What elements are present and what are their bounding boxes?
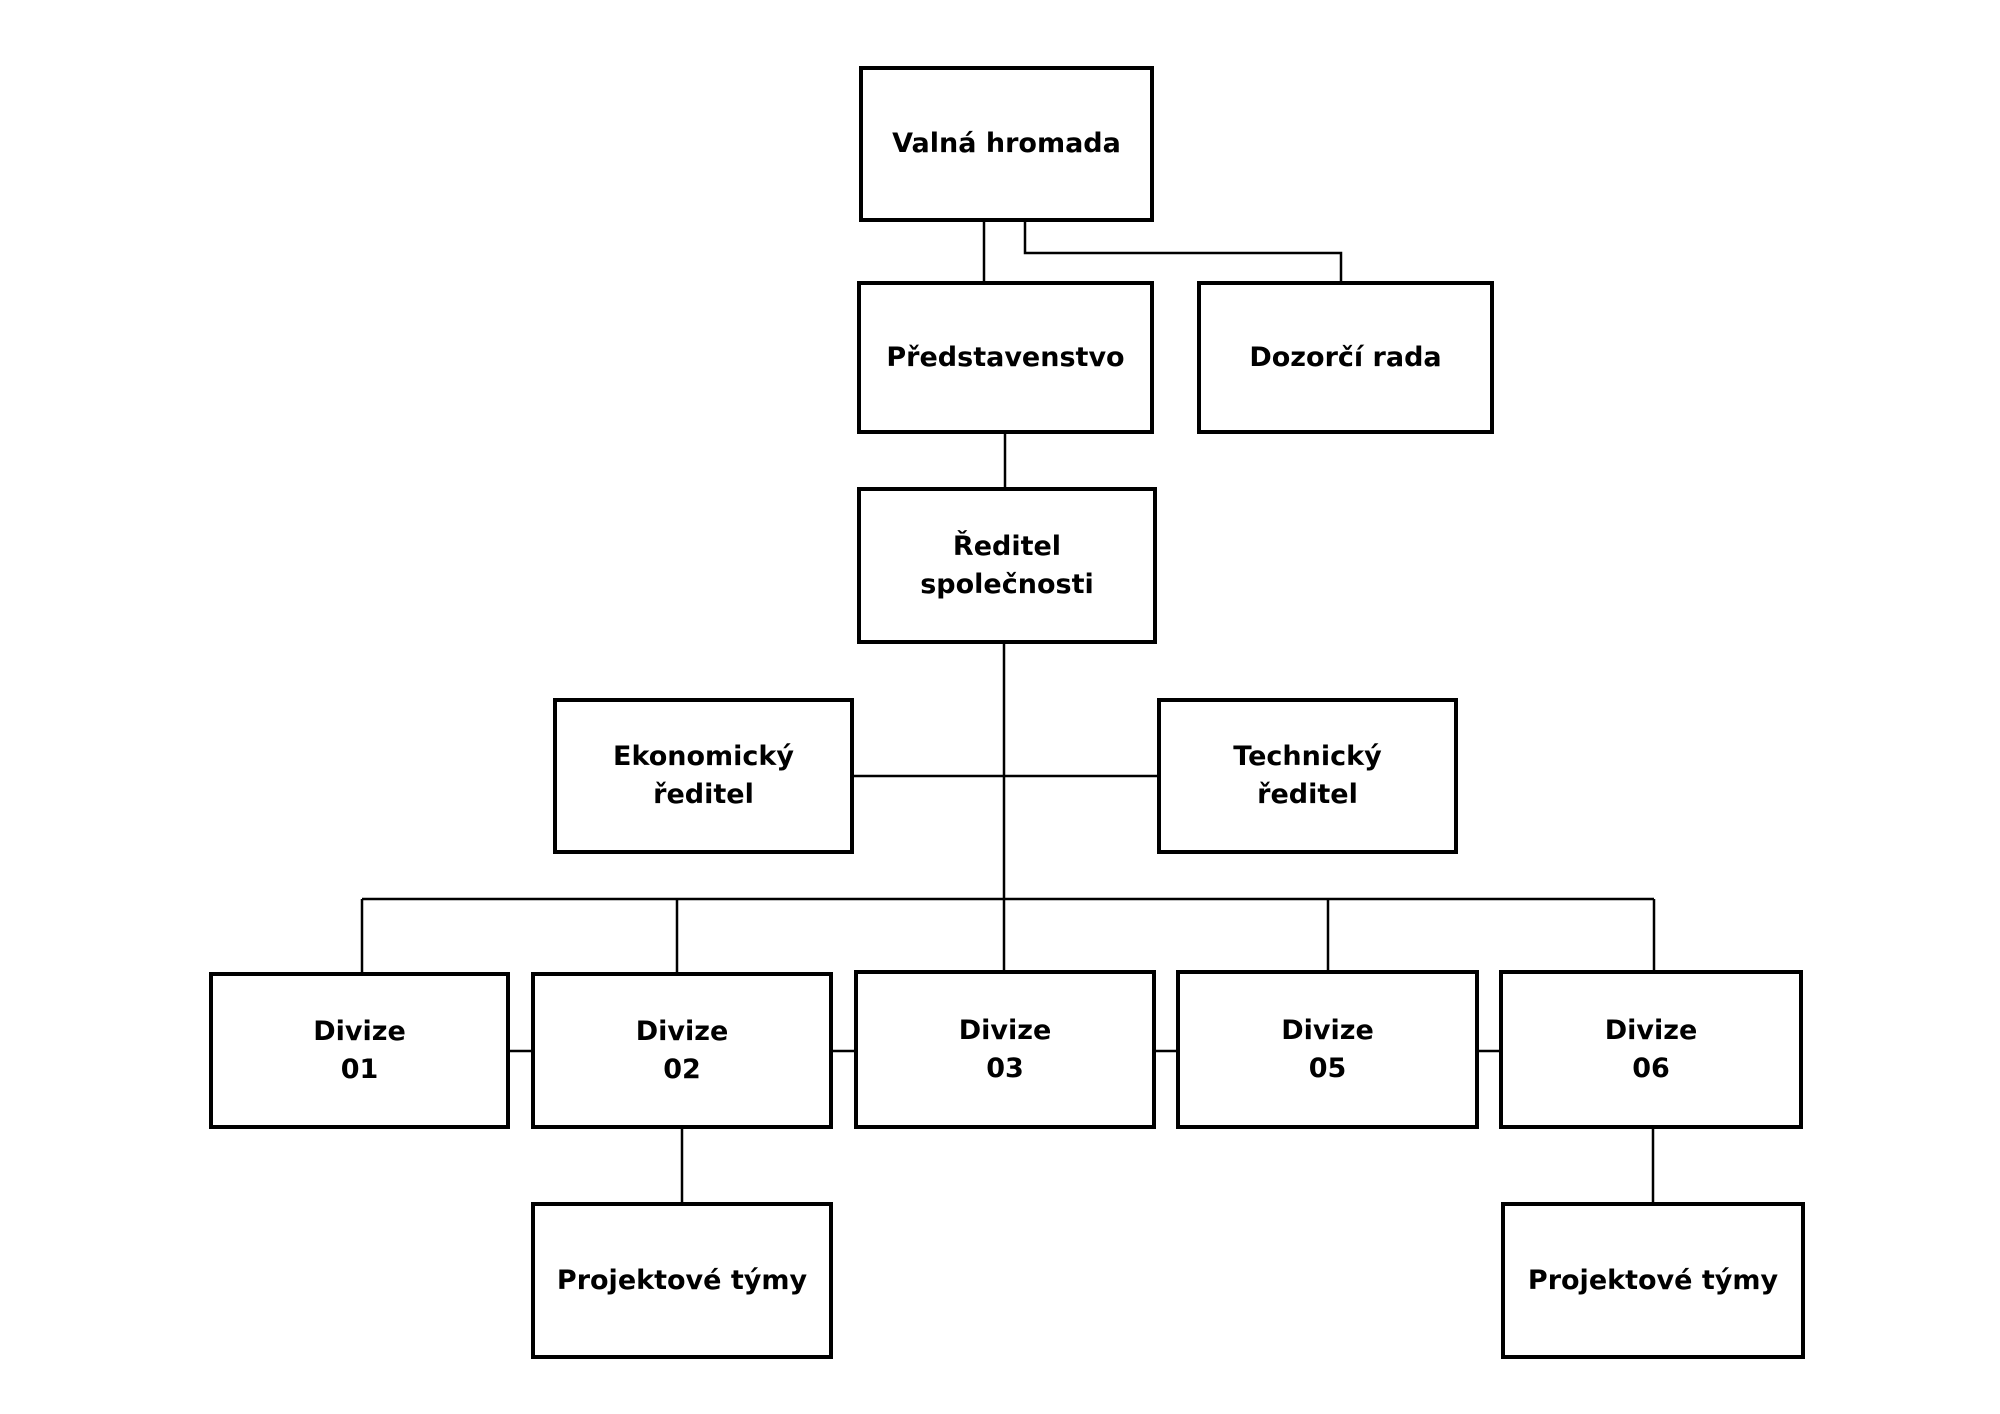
node-projektove-tymy-02: Projektové týmy (531, 1202, 833, 1359)
node-label: Dozorčí rada (1249, 339, 1441, 377)
node-label-line: Divize (635, 1015, 729, 1047)
node-label-line: Divize (1604, 1014, 1698, 1046)
node-label-line: ředitel (653, 779, 754, 810)
node-technicky-reditel: Technický ředitel (1157, 698, 1458, 854)
node-label: Divize 01 (313, 1013, 406, 1089)
node-label: Divize 03 (959, 1012, 1052, 1088)
node-divize-05: Divize 05 (1176, 970, 1479, 1129)
node-divize-02: Divize 02 (531, 972, 833, 1129)
node-label-line: Projektové týmy (1527, 1264, 1779, 1296)
node-label-line: Projektové týmy (556, 1264, 808, 1296)
node-divize-06: Divize 06 (1499, 970, 1803, 1129)
node-label: Ředitel společnosti (920, 528, 1094, 604)
node-label-line: 06 (1632, 1052, 1670, 1084)
node-divize-03: Divize 03 (854, 970, 1156, 1129)
node-label: Valná hromada (892, 125, 1121, 163)
node-predstavenstvo: Představenstvo (857, 281, 1154, 434)
edge-valna-hromada-dozorci-rada (1023, 222, 1343, 282)
node-divize-01: Divize 01 (209, 972, 510, 1129)
node-label: Projektové týmy (557, 1262, 807, 1300)
node-label-line: Divize (1281, 1014, 1374, 1046)
node-label-line: Ředitel (952, 530, 1062, 562)
node-label: Technický ředitel (1233, 738, 1381, 814)
node-label-line: Představenstvo (886, 341, 1125, 373)
node-label-line: Divize (313, 1015, 406, 1047)
node-dozorci-rada: Dozorčí rada (1197, 281, 1494, 434)
node-valna-hromada: Valná hromada (859, 66, 1154, 222)
node-label-line: Valná hromada (892, 128, 1121, 159)
node-reditel-spolecnosti: Ředitel společnosti (857, 487, 1157, 644)
node-label-line: Divize (958, 1014, 1052, 1046)
node-label-line: Technický (1233, 741, 1382, 772)
node-label-line: 03 (986, 1052, 1024, 1084)
node-label-line: Dozorčí rada (1249, 341, 1442, 373)
node-label-line: 05 (1308, 1052, 1347, 1084)
node-label-line: ředitel (1257, 779, 1358, 810)
node-label: Představenstvo (886, 339, 1124, 377)
node-label: Divize 06 (1605, 1012, 1698, 1088)
node-label-line: společnosti (920, 568, 1094, 600)
node-label: Ekonomický ředitel (613, 738, 794, 814)
node-label: Projektové týmy (1528, 1262, 1778, 1300)
node-label-line: 02 (663, 1053, 701, 1085)
node-label: Divize 05 (1281, 1012, 1374, 1088)
node-label: Divize 02 (636, 1013, 729, 1089)
node-label-line: Ekonomický (613, 741, 794, 772)
node-label-line: 01 (340, 1053, 379, 1085)
node-projektove-tymy-06: Projektové týmy (1501, 1202, 1805, 1359)
node-ekonomicky-reditel: Ekonomický ředitel (553, 698, 854, 854)
